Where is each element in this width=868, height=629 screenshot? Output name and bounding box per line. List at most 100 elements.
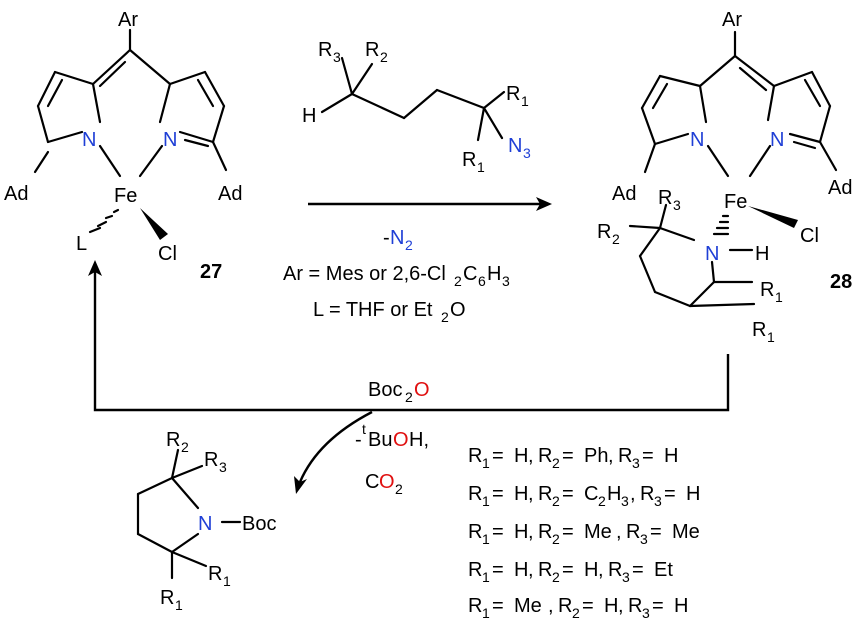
svg-text:3: 3 <box>333 49 341 65</box>
svg-text:Et: Et <box>654 559 673 581</box>
svg-text:R: R <box>166 429 180 451</box>
svg-text:L = THF or Et: L = THF or Et <box>313 299 433 321</box>
svg-text:R: R <box>538 483 552 505</box>
svg-text:=: = <box>492 595 504 617</box>
svg-text:2: 2 <box>441 309 449 325</box>
bottom-conditions: Boc 2 O - t Bu O H, C O 2 <box>355 379 430 497</box>
c27-l: L <box>76 233 87 255</box>
c28-n-right: N <box>770 129 784 151</box>
fe-cl-wedge-bond-28 <box>748 206 798 228</box>
c27-n-right: N <box>163 129 177 151</box>
svg-text:,: , <box>598 559 604 581</box>
svg-text:2: 2 <box>572 605 580 621</box>
return-arrow <box>88 260 730 412</box>
svg-text:R: R <box>538 521 552 543</box>
svg-text:H: H <box>604 595 618 617</box>
svg-text:=: = <box>562 483 574 505</box>
svg-text:-: - <box>355 429 362 451</box>
svg-text:C: C <box>584 483 598 505</box>
c28-h: H <box>755 243 769 265</box>
svg-text:R: R <box>538 445 552 467</box>
co2: C O 2 <box>365 471 403 497</box>
svg-text:H: H <box>514 483 528 505</box>
svg-text:Bu: Bu <box>368 429 392 451</box>
svg-text:3: 3 <box>632 455 640 471</box>
svg-text:2: 2 <box>552 455 560 471</box>
svg-text:O: O <box>450 299 466 321</box>
svg-text:=: = <box>492 445 504 467</box>
svg-text:,: , <box>528 559 534 581</box>
svg-text:=: = <box>562 559 574 581</box>
svg-text:1: 1 <box>482 531 490 547</box>
product-bonds <box>136 448 242 580</box>
svg-text:2: 2 <box>598 493 606 509</box>
top-conditions: - N 2 Ar = Mes or 2,6-Cl 2 C 6 H 3 L = T… <box>283 227 510 325</box>
svg-text:R: R <box>618 445 632 467</box>
svg-text:R: R <box>468 445 482 467</box>
svg-text:R: R <box>506 83 520 105</box>
svg-text:1: 1 <box>223 573 231 589</box>
svg-text:,: , <box>548 595 554 617</box>
svg-text:2: 2 <box>395 481 403 497</box>
boc2o: Boc 2 O <box>368 379 430 405</box>
svg-text:3: 3 <box>654 493 662 509</box>
svg-text:H,: H, <box>409 429 429 451</box>
svg-text:R: R <box>468 559 482 581</box>
svg-text:H: H <box>584 559 598 581</box>
product-branch-arrow <box>294 410 373 494</box>
svg-text:=: = <box>632 559 644 581</box>
svg-text:H: H <box>664 445 678 467</box>
svg-text:3: 3 <box>502 273 510 289</box>
svg-text:R: R <box>468 595 482 617</box>
azide-h: H <box>302 105 316 127</box>
product-boc: Boc <box>242 513 276 535</box>
svg-text:=: = <box>492 559 504 581</box>
svg-text:1: 1 <box>521 93 529 109</box>
svg-text:=: = <box>492 483 504 505</box>
azide-bonds <box>320 56 506 142</box>
svg-text:R: R <box>608 559 622 581</box>
svg-text:t: t <box>362 421 366 437</box>
svg-text:1: 1 <box>477 159 485 175</box>
svg-text:2: 2 <box>405 389 413 405</box>
svg-text:1: 1 <box>482 493 490 509</box>
svg-text:H: H <box>607 483 621 505</box>
svg-text:3: 3 <box>640 531 648 547</box>
svg-text:3: 3 <box>523 145 531 161</box>
svg-text:6: 6 <box>478 273 486 289</box>
forward-arrow <box>308 197 552 211</box>
svg-text:H: H <box>514 445 528 467</box>
svg-text:H: H <box>514 559 528 581</box>
svg-text:H: H <box>487 263 501 285</box>
compound-27: Ar N N Ad Ad Fe L Cl 27 <box>4 9 242 283</box>
svg-text:R: R <box>752 319 766 341</box>
svg-text:O: O <box>379 471 395 493</box>
svg-text:1: 1 <box>775 289 783 305</box>
l-definition: L = THF or Et 2 O <box>313 299 466 325</box>
product-n: N <box>198 513 212 535</box>
svg-text:,: , <box>630 483 636 505</box>
c27-label: 27 <box>200 261 222 283</box>
svg-text:R: R <box>640 483 654 505</box>
c28-n-amine: N <box>705 243 719 265</box>
svg-text:N: N <box>390 227 404 249</box>
svg-text:=: = <box>652 595 664 617</box>
svg-text:Boc: Boc <box>368 379 402 401</box>
svg-text:R: R <box>318 39 332 61</box>
svg-text:3: 3 <box>622 569 630 585</box>
svg-text:1: 1 <box>482 605 490 621</box>
c27-ad-right: Ad <box>218 183 242 205</box>
svg-text:-: - <box>383 227 390 249</box>
svg-text:3: 3 <box>673 197 681 213</box>
